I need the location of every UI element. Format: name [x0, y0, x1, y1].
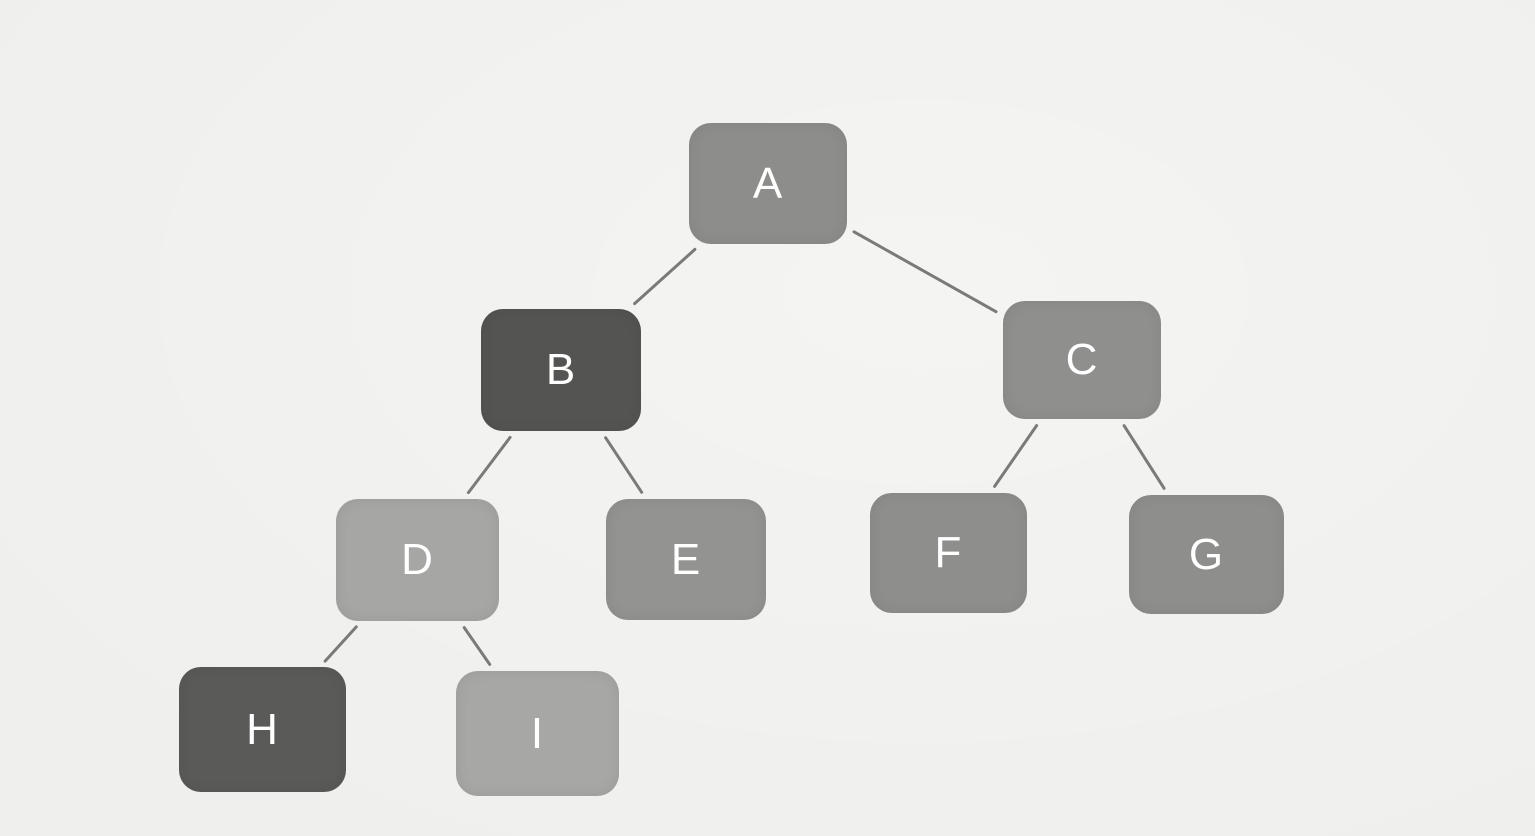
tree-node-e-label: E: [670, 534, 702, 584]
edge-d-i: [462, 626, 492, 666]
tree-node-h: H: [179, 667, 346, 792]
edge-a-c: [852, 230, 998, 314]
edge-c-f: [993, 424, 1039, 488]
tree-node-c-label: C: [1065, 335, 1099, 384]
tree-node-d-label: D: [401, 535, 434, 584]
tree-node-i-label: I: [530, 708, 545, 758]
tree-node-f-label: F: [934, 528, 963, 577]
edge-b-e: [604, 436, 644, 494]
tree-node-a: A: [689, 123, 847, 244]
tree-node-c: C: [1003, 301, 1161, 419]
tree-node-h-label: H: [246, 704, 279, 754]
tree-node-g: G: [1129, 495, 1284, 614]
edge-c-g: [1122, 424, 1166, 490]
tree-node-e: E: [606, 499, 766, 620]
tree-node-f: F: [870, 493, 1027, 613]
edge-b-d: [466, 435, 512, 495]
tree-node-i: I: [456, 671, 619, 796]
tree-node-g-label: G: [1188, 529, 1225, 579]
tree-node-b-label: B: [545, 345, 577, 394]
tree-node-d: D: [336, 499, 499, 621]
tree-node-b: B: [481, 309, 641, 431]
edge-a-b: [633, 247, 697, 306]
tree-node-a-label: A: [752, 158, 784, 208]
edge-d-h: [323, 625, 358, 663]
